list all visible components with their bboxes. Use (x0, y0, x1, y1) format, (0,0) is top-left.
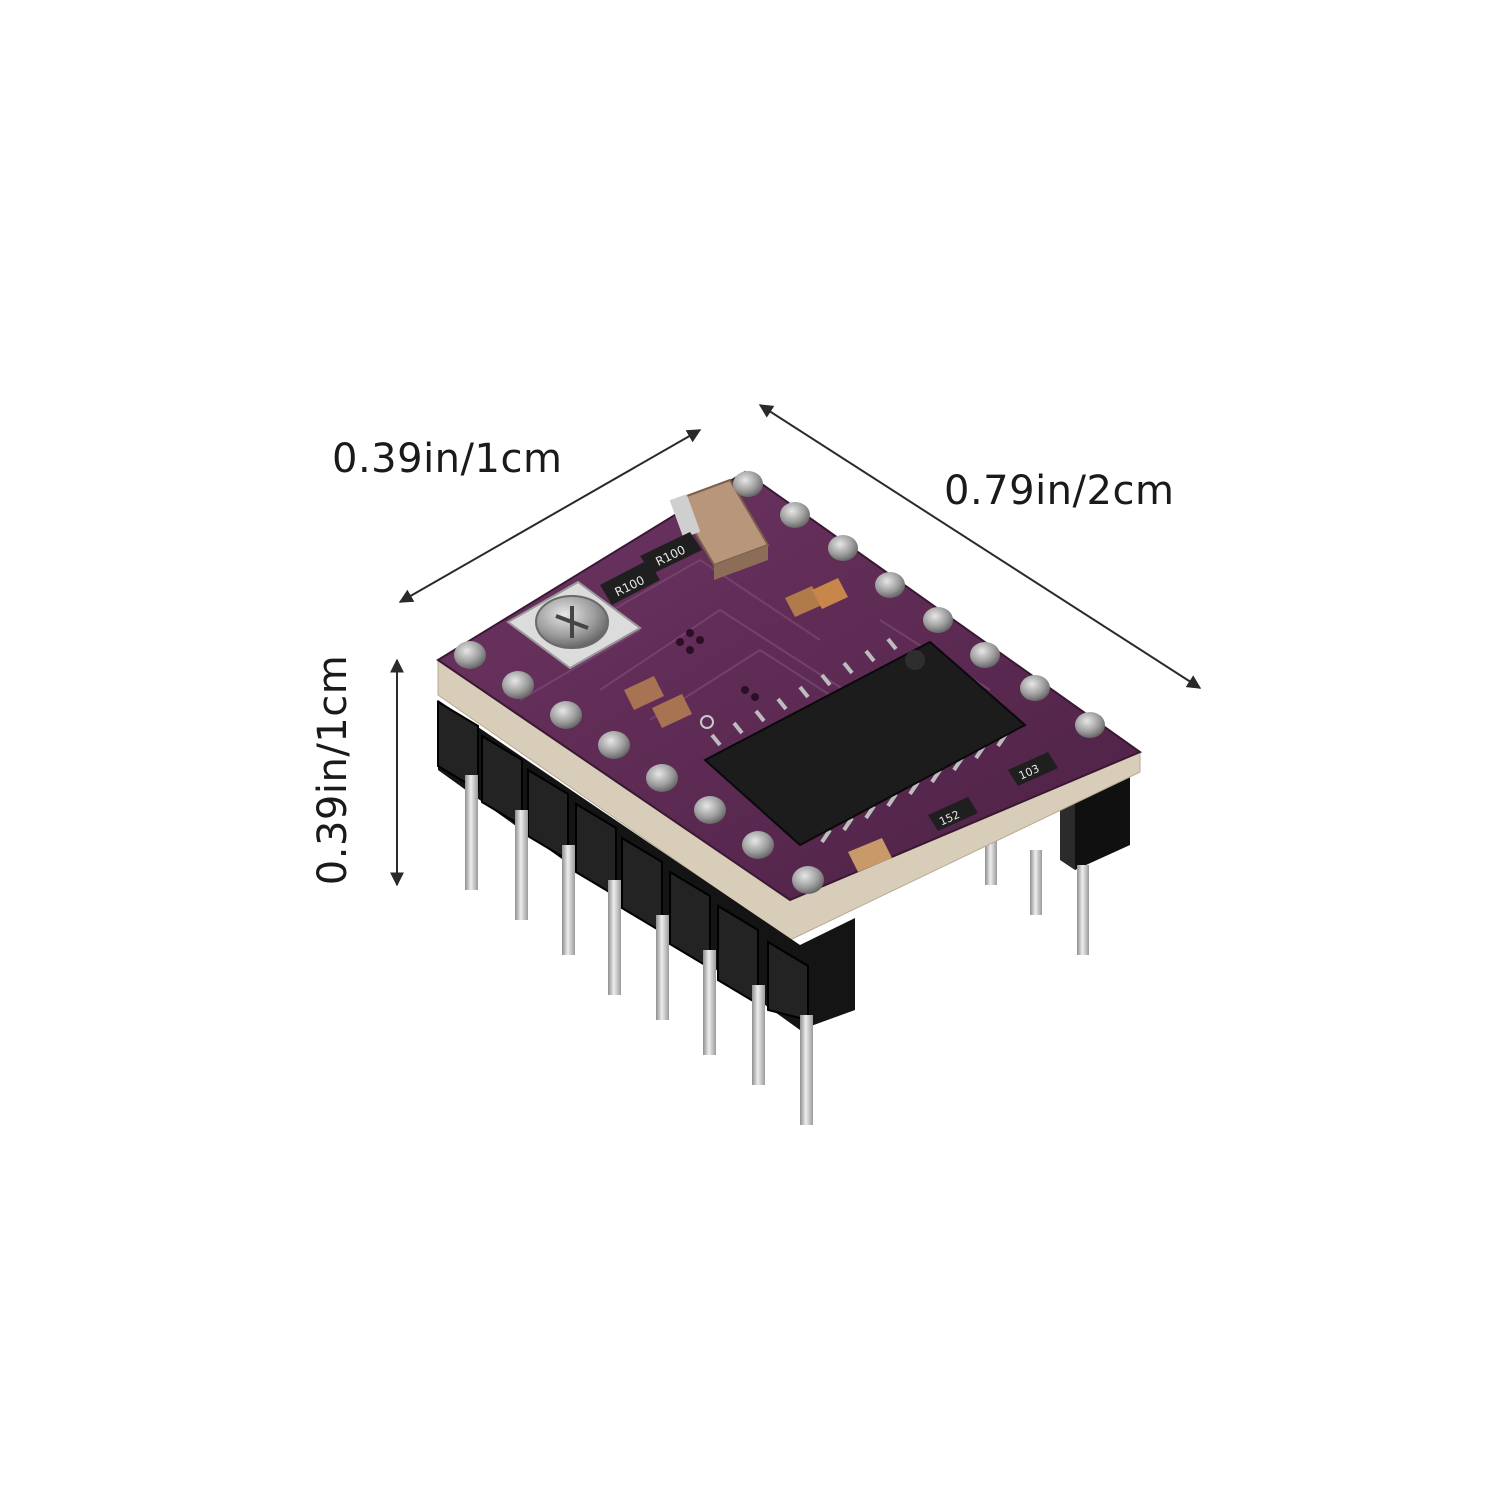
small-capacitors (624, 578, 892, 872)
front-pin-header (437, 700, 855, 1125)
front-solder-joints (454, 641, 824, 894)
driver-ic-chip (703, 637, 1027, 847)
width-dimension-arrow (758, 404, 1202, 689)
large-capacitor (669, 478, 770, 580)
depth-dimension-label: 0.39in/1cm (332, 436, 563, 482)
potentiometer (506, 580, 642, 670)
depth-dimension-arrow (398, 429, 702, 603)
back-pin-header (985, 775, 1130, 955)
height-dimension-label: 0.39in/1cm (310, 654, 356, 886)
pcb-vias (676, 629, 759, 729)
back-solder-joints (733, 471, 1105, 738)
resistor-103: 103 (1008, 752, 1058, 786)
width-dimension-label: 0.79in/2cm (944, 468, 1175, 514)
